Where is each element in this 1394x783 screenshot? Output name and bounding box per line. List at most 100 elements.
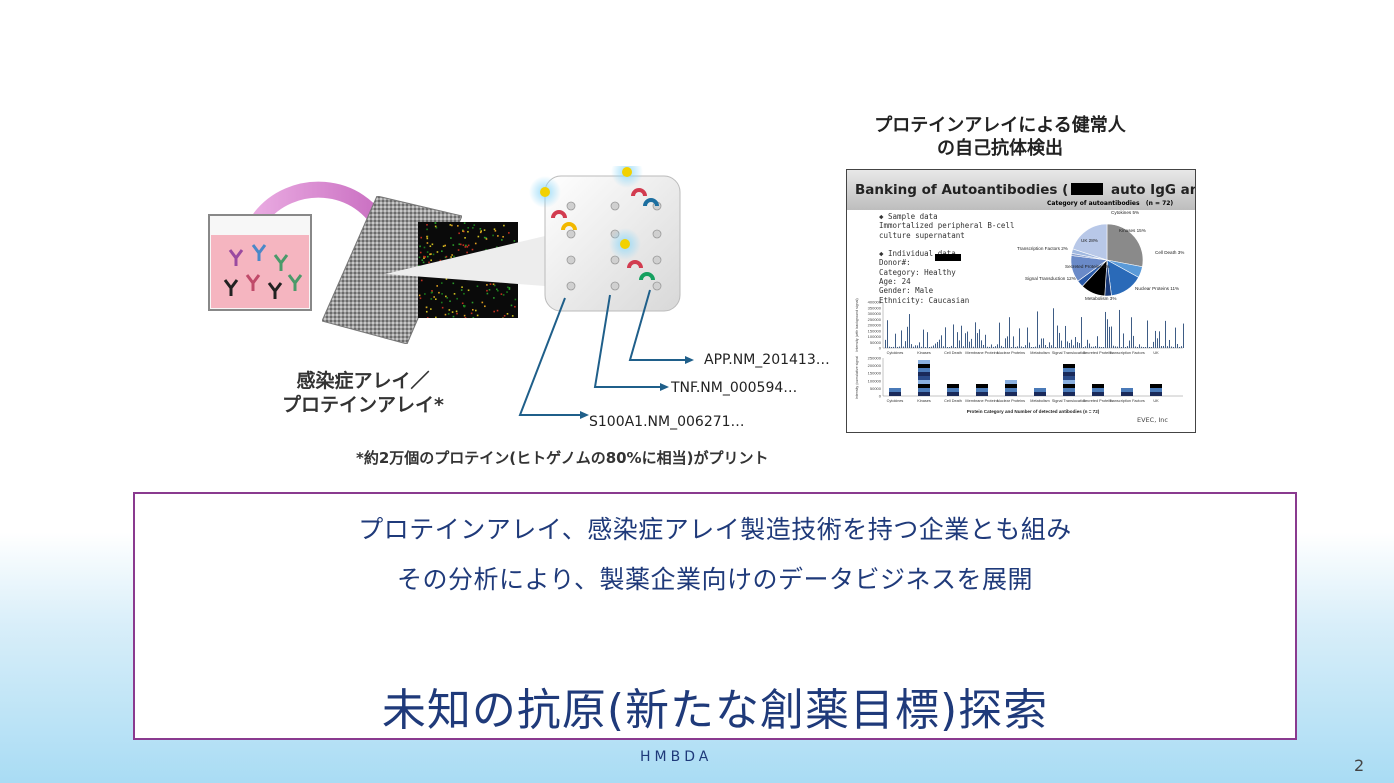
array-spot: [475, 309, 477, 312]
donor-redaction: [935, 254, 961, 261]
intensity-bar: [987, 346, 988, 348]
array-spot: [436, 251, 439, 253]
array-spot: [463, 292, 465, 295]
intensity-bar: [1067, 341, 1068, 348]
array-spot: [462, 244, 465, 246]
array-spot: [496, 309, 499, 312]
array-spot: [467, 226, 470, 229]
array-spot: [441, 293, 443, 295]
array-spot: [479, 231, 482, 234]
intensity-bar: [1081, 317, 1082, 348]
intensity-bar: [905, 341, 906, 348]
stack-segment: [1005, 384, 1017, 388]
array-spot: [481, 301, 484, 304]
intensity-bar: [1167, 346, 1168, 348]
array-spot: [440, 282, 443, 284]
stack-segment: [976, 392, 988, 396]
intensity-bar: [1041, 338, 1042, 348]
array-spot: [470, 312, 473, 315]
info-line: Donor#:: [879, 258, 911, 268]
intensity-bar: [953, 324, 954, 348]
intensity-bar: [1181, 346, 1182, 348]
intensity-bar: [1073, 345, 1074, 348]
intensity-bar: [1121, 346, 1122, 348]
array-spot: [425, 310, 428, 313]
category-tick: Cytokines: [887, 351, 904, 355]
stack-segment: [1150, 384, 1162, 388]
intensity-bar: [1159, 331, 1160, 348]
intensity-bar: [1021, 346, 1022, 348]
array-spot: [434, 222, 437, 224]
array-spot: [457, 225, 459, 227]
intensity-bar: [1145, 346, 1146, 348]
array-spot: [476, 285, 479, 288]
info-line: Immortalized peripheral B-cell: [879, 221, 1015, 231]
array-spot: [426, 251, 429, 253]
intensity-bar: [1097, 336, 1098, 348]
pie-label: Kinases 15%: [1119, 228, 1146, 233]
y1-tick: 0: [879, 346, 882, 351]
array-spot: [507, 286, 509, 289]
array-spot: [459, 243, 462, 246]
array-spot: [486, 292, 489, 295]
intensity-bar: [1099, 346, 1100, 348]
stack-segment: [1005, 392, 1017, 396]
intensity-bar: [1157, 338, 1158, 348]
leader-lines: [518, 289, 694, 419]
intensity-bar: [999, 322, 1000, 348]
array-spot: [441, 250, 443, 253]
array-spot: [466, 251, 468, 254]
array-spot: [462, 230, 464, 232]
array-spot: [503, 224, 505, 227]
y2-tick: 50000: [870, 386, 882, 391]
intensity-bar: [1035, 346, 1036, 348]
array-spot: [436, 285, 438, 287]
intensity-bar: [1039, 344, 1040, 348]
stack-segment: [1034, 392, 1046, 396]
category-tick: Signal Translocation: [1052, 351, 1086, 355]
array-spot: [434, 225, 437, 228]
stack-segment: [976, 388, 988, 392]
stack-segment: [1005, 380, 1017, 384]
info-line: Ethnicity: Caucasian: [879, 295, 970, 305]
array-spot: [508, 232, 510, 234]
intensity-bar: [931, 346, 932, 348]
array-spot: [452, 282, 455, 285]
intensity-bar: [1131, 317, 1132, 348]
array-spot: [456, 312, 458, 315]
array-spot: [444, 256, 447, 259]
evec-brand: EVEC, Inc: [1137, 416, 1168, 424]
stack-segment: [918, 368, 930, 372]
autoantibody-title-line1: プロテインアレイによる健常人: [874, 115, 1126, 136]
array-spot: [502, 294, 505, 296]
intensity-bar: [973, 346, 974, 348]
array-spot: [418, 256, 421, 259]
array-spot: [502, 235, 504, 238]
array-spot: [461, 302, 464, 305]
array-caption-line2: プロテインアレイ*: [282, 394, 444, 416]
array-spot: [476, 314, 479, 317]
intensity-bar: [983, 344, 984, 348]
array-spot: [472, 227, 474, 229]
intensity-bar: [1079, 343, 1080, 348]
intensity-bar: [1053, 308, 1054, 348]
intensity-bar: [923, 329, 924, 348]
array-spot: [419, 245, 421, 248]
array-spot: [465, 244, 467, 247]
intensity-bar: [1077, 342, 1078, 348]
info-line: Gender: Male: [879, 286, 934, 296]
array-spot: [496, 288, 498, 291]
array-spot: [483, 229, 486, 231]
intensity-bar: [1123, 333, 1124, 348]
array-spot: [474, 242, 477, 245]
array-spot: [447, 313, 450, 315]
stack-segment: [918, 372, 930, 376]
array-spot: [466, 246, 469, 248]
intensity-bar: [1063, 346, 1064, 348]
intensity-bar: [1183, 323, 1184, 348]
intensity-bar: [1119, 309, 1120, 348]
array-spot: [444, 244, 447, 247]
stack-segment: [918, 392, 930, 396]
intensity-bar: [1179, 346, 1180, 348]
intensity-bar: [1071, 339, 1072, 348]
